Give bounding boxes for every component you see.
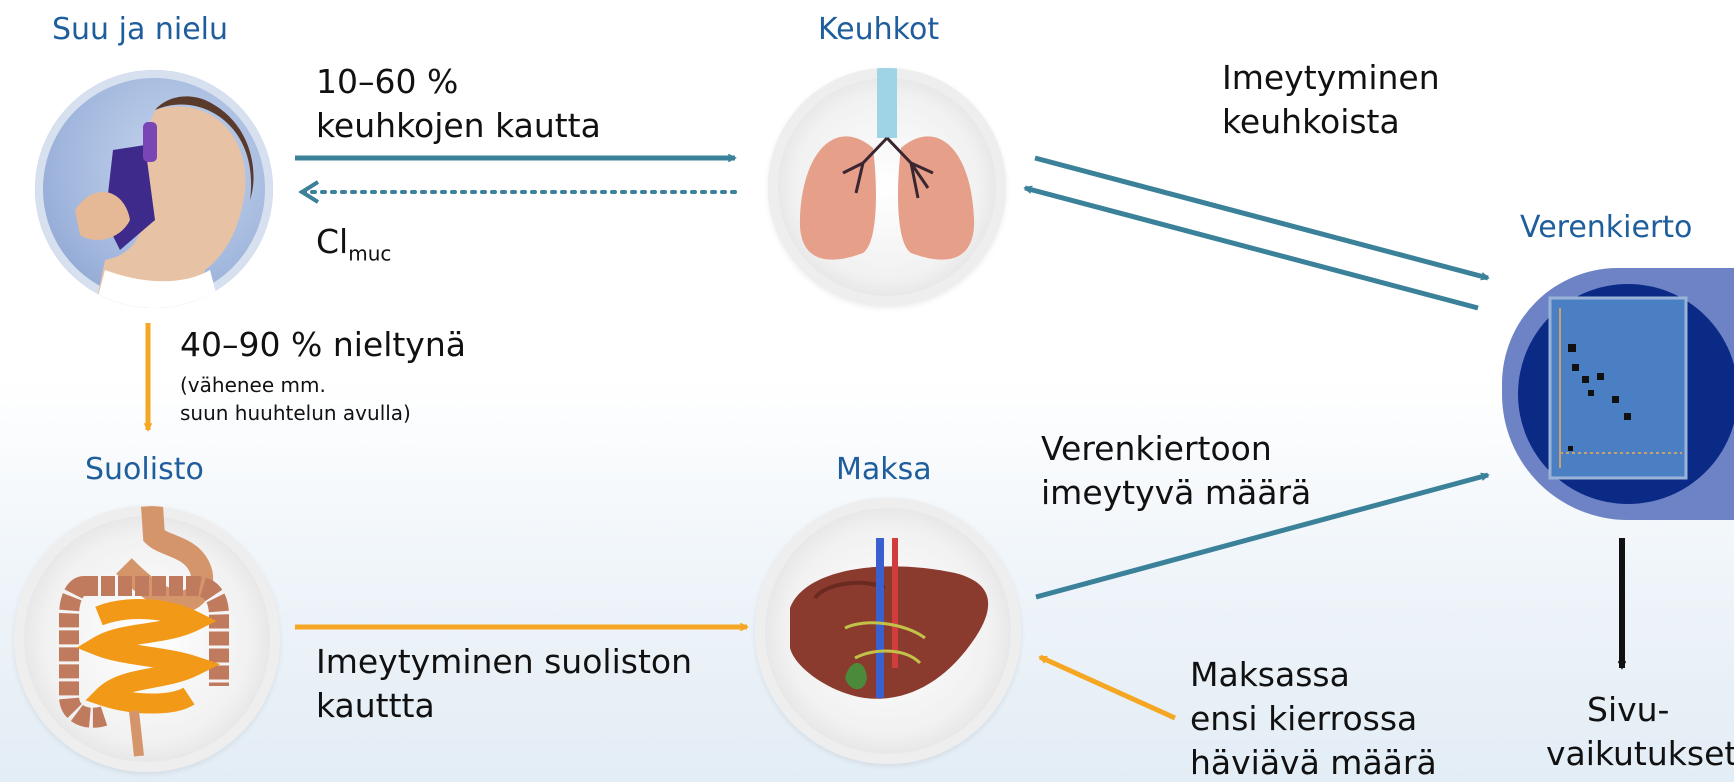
lungs-icon	[768, 68, 1006, 306]
side-effects-label-1: Sivu-	[1587, 690, 1669, 730]
node-title-lungs: Keuhkot	[818, 12, 939, 47]
liver-image	[755, 498, 1021, 764]
arrow-circulation-to-lungs	[1025, 188, 1478, 308]
clearance-symbol: Cl	[316, 222, 348, 261]
arrow-first-pass-to-liver	[1040, 657, 1175, 718]
first-pass-label-1: Maksassa	[1190, 655, 1350, 695]
mouth-image	[35, 70, 273, 308]
swallowed-note-1: (vähenee mm.	[180, 372, 326, 399]
circulation-amount-label-2: imeytyvä määrä	[1041, 473, 1311, 513]
intestine-image	[14, 506, 280, 772]
arrow-lungs-to-circulation	[1035, 158, 1488, 278]
gut-absorption-label-2: kauttta	[316, 686, 435, 726]
circulation-amount-label-1: Verenkiertoon	[1041, 429, 1272, 469]
gut-absorption-label-1: Imeytyminen suoliston	[316, 642, 692, 682]
swallowed-note-2: suun huuhtelun avulla)	[180, 400, 411, 427]
woman-inhaler-icon	[35, 70, 273, 308]
node-title-circulation: Verenkierto	[1520, 210, 1692, 245]
clearance-subscript: muc	[348, 242, 391, 266]
intestine-icon	[14, 506, 280, 772]
first-pass-label-3: häviävä määrä	[1190, 743, 1437, 783]
lung-route-label: keuhkojen kautta	[316, 106, 601, 146]
liver-icon	[755, 498, 1021, 764]
swallowed-label: 40–90 % nieltynä	[180, 325, 466, 365]
node-title-mouth: Suu ja nielu	[52, 12, 228, 47]
lung-absorption-label-1: Imeytyminen	[1222, 58, 1440, 98]
node-title-liver: Maksa	[836, 452, 932, 487]
node-title-intestine: Suolisto	[85, 452, 204, 487]
lung-absorption-label-2: keuhkoista	[1222, 102, 1400, 142]
lungs-image	[768, 68, 1006, 306]
side-effects-label-2: vaikutukset	[1546, 734, 1734, 774]
first-pass-label-2: ensi kierrossa	[1190, 699, 1417, 739]
lung-percentage-label: 10–60 %	[316, 62, 458, 102]
clearance-label: Clmuc	[316, 222, 391, 274]
